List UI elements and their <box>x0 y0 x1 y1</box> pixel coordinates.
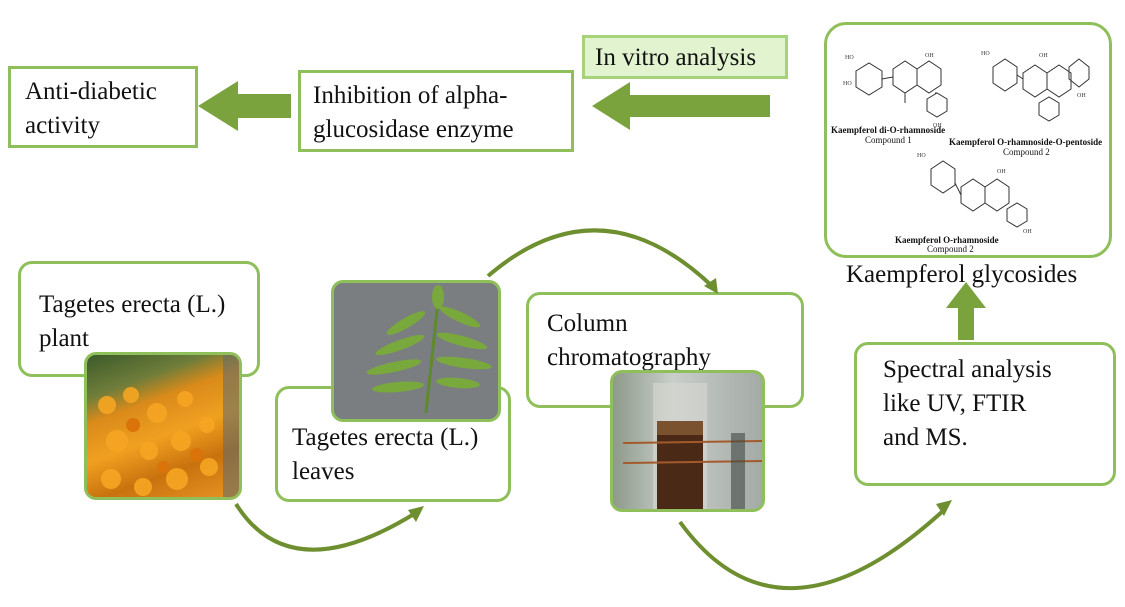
compound-3-structure: HO OH OH <box>917 153 1032 233</box>
svg-text:OH: OH <box>925 53 934 59</box>
svg-text:HO: HO <box>981 51 990 57</box>
compound-1-name: Kaempferol di-O-rhamnoside <box>831 125 946 135</box>
arrow-to-anti-diabetic <box>198 81 291 131</box>
curve-plant-to-leaves <box>234 502 416 552</box>
curve-column-to-spectral <box>678 508 946 591</box>
svg-text:OH: OH <box>997 169 1006 175</box>
compound-1-structure: HO HO OH OH <box>843 53 948 129</box>
curve-leaves-to-column <box>486 228 714 288</box>
column-text: Column chromatography <box>547 310 711 371</box>
compound-3-label: Compound 2 <box>927 244 974 254</box>
svg-text:OH: OH <box>1039 53 1048 59</box>
chromatography-photo <box>610 370 765 512</box>
spectral-text: Spectral analysis like UV, FTIR and MS. <box>883 356 1052 451</box>
compound-3-name: Kaempferol O-rhamnoside <box>895 235 999 245</box>
marigold-plant-photo <box>84 352 242 500</box>
svg-text:OH: OH <box>933 123 942 129</box>
spectral-box: Spectral analysis like UV, FTIR and MS. <box>854 342 1116 486</box>
in-vitro-label: In vitro analysis <box>582 35 788 79</box>
inhibition-text: Inhibition of alpha- glucosidase enzyme <box>313 82 514 143</box>
anti-diabetic-box: Anti-diabetic activity <box>8 66 198 148</box>
svg-text:OH: OH <box>1023 229 1032 233</box>
inhibition-box: Inhibition of alpha- glucosidase enzyme <box>298 70 574 152</box>
leaves-photo <box>331 280 501 422</box>
compound-1-label: Compound 1 <box>865 135 912 145</box>
arrow-to-kaempferol <box>946 282 986 340</box>
in-vitro-text: In vitro analysis <box>595 44 757 71</box>
kaempferol-glycosides-label: Kaempferol glycosides <box>846 261 1078 288</box>
anti-diabetic-text: Anti-diabetic activity <box>25 78 157 139</box>
svg-text:HO: HO <box>845 55 854 61</box>
leaves-text: Tagetes erecta (L.) leaves <box>292 424 479 485</box>
compound-2-structure: HO OH OH <box>981 51 1090 122</box>
svg-text:HO: HO <box>843 81 852 87</box>
svg-text:HO: HO <box>917 153 926 159</box>
svg-text:OH: OH <box>1077 93 1086 99</box>
arrow-to-inhibition <box>592 82 770 130</box>
compound-2-name: Kaempferol O-rhamnoside-O-pentoside <box>949 137 1103 147</box>
kaempferol-structures-box: HO HO OH OH HO OH OH Kaempferol di-O-rha… <box>824 22 1112 258</box>
plant-text: Tagetes erecta (L.) plant <box>39 291 226 352</box>
compound-2-label: Compound 2 <box>1003 147 1050 157</box>
